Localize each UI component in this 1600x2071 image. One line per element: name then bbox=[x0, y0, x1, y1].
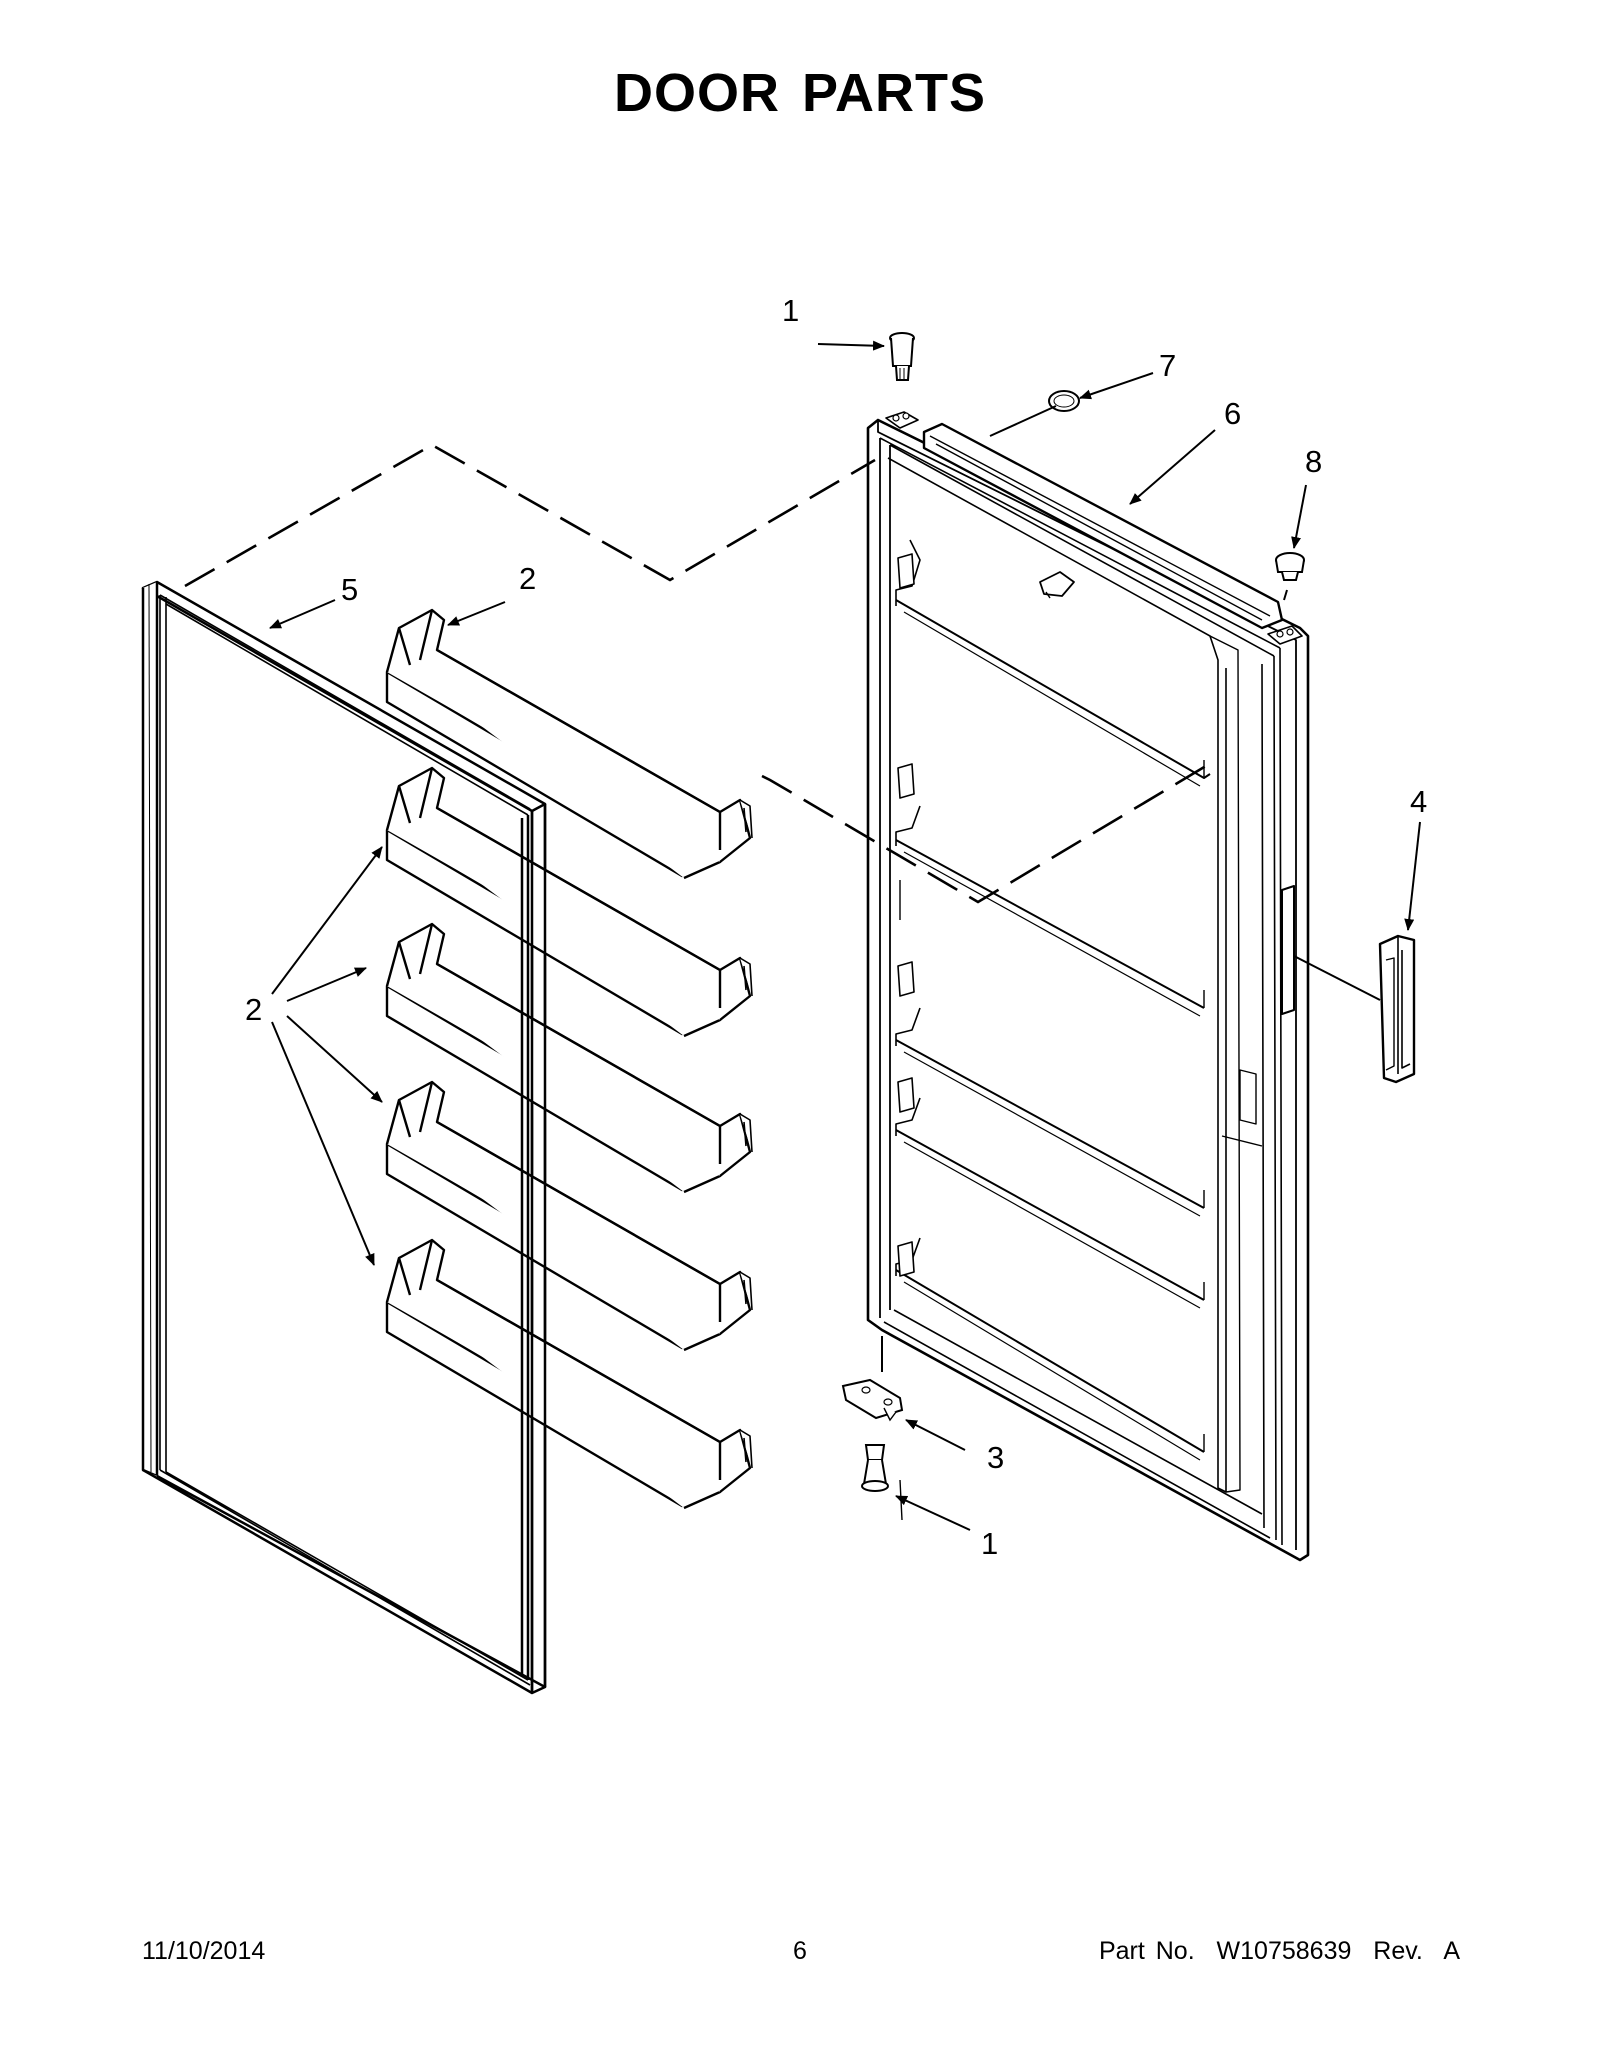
footer-part-number: Part No. W10758639 Rev. A bbox=[1098, 1937, 1460, 1965]
door-handle bbox=[1378, 934, 1416, 1084]
gasket-front-edge bbox=[520, 804, 547, 1693]
hinge-bushing-bottom bbox=[861, 1444, 889, 1492]
callout-2-top: 2 bbox=[519, 561, 536, 596]
page-title: DOOR PARTS bbox=[613, 63, 986, 123]
callout-1-bottom: 1 bbox=[981, 1526, 998, 1561]
door-bins bbox=[385, 608, 753, 1510]
callout-3: 3 bbox=[987, 1440, 1004, 1475]
o-ring bbox=[1048, 390, 1080, 412]
callout-arrows bbox=[269, 340, 1421, 1531]
callout-7: 7 bbox=[1159, 348, 1176, 383]
callout-8: 8 bbox=[1305, 444, 1322, 479]
door-top-cap bbox=[885, 411, 1303, 645]
callout-2-group: 2 bbox=[245, 992, 262, 1027]
callout-1-top: 1 bbox=[782, 293, 799, 328]
hinge-bracket-bottom bbox=[841, 1378, 904, 1422]
door-bin-1 bbox=[385, 608, 753, 880]
door-bin-5 bbox=[385, 1238, 753, 1510]
assembly-leader-lines bbox=[184, 405, 1381, 1372]
callout-5: 5 bbox=[341, 572, 358, 607]
footer-date: 11/10/2014 bbox=[142, 1937, 266, 1965]
callout-6: 6 bbox=[1224, 396, 1241, 431]
door-bin-4 bbox=[385, 1080, 753, 1352]
callout-4: 4 bbox=[1410, 784, 1427, 819]
door-bin-2 bbox=[385, 766, 753, 1038]
door-bin-3 bbox=[385, 922, 753, 1194]
hinge-bushing-top bbox=[889, 332, 915, 381]
footer-page-number: 6 bbox=[793, 1937, 807, 1965]
hole-plug bbox=[1275, 552, 1305, 581]
